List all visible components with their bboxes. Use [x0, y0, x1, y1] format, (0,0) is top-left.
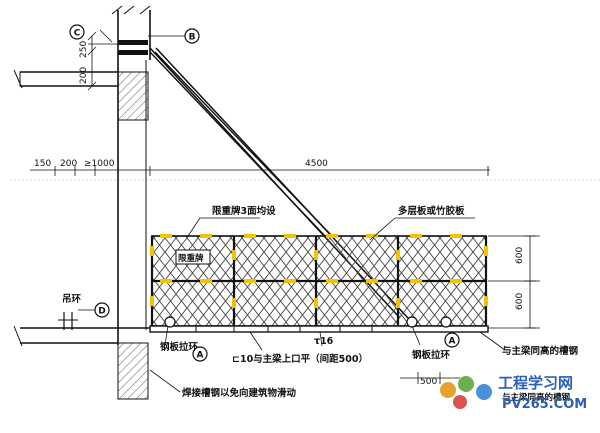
callout-a-left-circle	[192, 346, 208, 362]
dim-600-bottom: 600	[515, 293, 525, 310]
callout-d: D	[98, 307, 105, 317]
callout-b-circle	[184, 28, 200, 44]
watermark-title: 工程学习网	[498, 374, 573, 392]
leader-lines	[149, 217, 506, 393]
dim-500: 500	[420, 377, 437, 387]
dim-1000: ≥1000	[84, 159, 115, 169]
loading-platform	[149, 234, 489, 333]
building-structure	[10, 5, 600, 400]
label-channel-note: ⊏10与主梁上口平（间距500）	[232, 353, 368, 365]
label-sign-box: 限重牌	[178, 253, 204, 264]
label-ring-right: 钢板拉环	[412, 349, 451, 361]
dim-200-top: 200	[79, 67, 89, 84]
watermark: 工程学习网 PV265.COM	[440, 374, 587, 412]
dim-600-top: 600	[515, 247, 525, 264]
label-weld-note: 焊接槽钢以免向建筑物滑动	[182, 387, 297, 399]
callout-a-left: A	[197, 351, 204, 361]
dim-4500: 4500	[305, 159, 328, 169]
label-bottom-right: 与主梁同高的槽钢	[502, 392, 571, 403]
label-ring-left: 钢板拉环	[160, 341, 199, 353]
dim-150: 150	[34, 159, 51, 169]
callout-b: B	[189, 33, 196, 43]
callout-a-right-circle	[444, 332, 460, 348]
callout-a-right: A	[449, 337, 456, 347]
callout-d-circle	[94, 302, 110, 318]
label-sign-note: 限重牌3面均设	[212, 205, 276, 217]
label-board: 多层板或竹胶板	[398, 205, 465, 217]
hanging-ring-detail	[58, 309, 96, 330]
label-tie: τ16	[314, 336, 334, 347]
callout-c: C	[74, 29, 81, 39]
dim-200: 200	[60, 159, 77, 169]
callout-c-circle	[69, 24, 85, 40]
dim-250-top: 250	[79, 41, 89, 58]
watermark-url: PV265.COM	[502, 397, 587, 412]
dimension-lines	[30, 31, 540, 384]
top-anchor	[88, 29, 185, 55]
label-beam-note: 与主梁同高的槽钢	[502, 345, 579, 357]
label-hanging-ring: 吊环	[62, 294, 82, 305]
